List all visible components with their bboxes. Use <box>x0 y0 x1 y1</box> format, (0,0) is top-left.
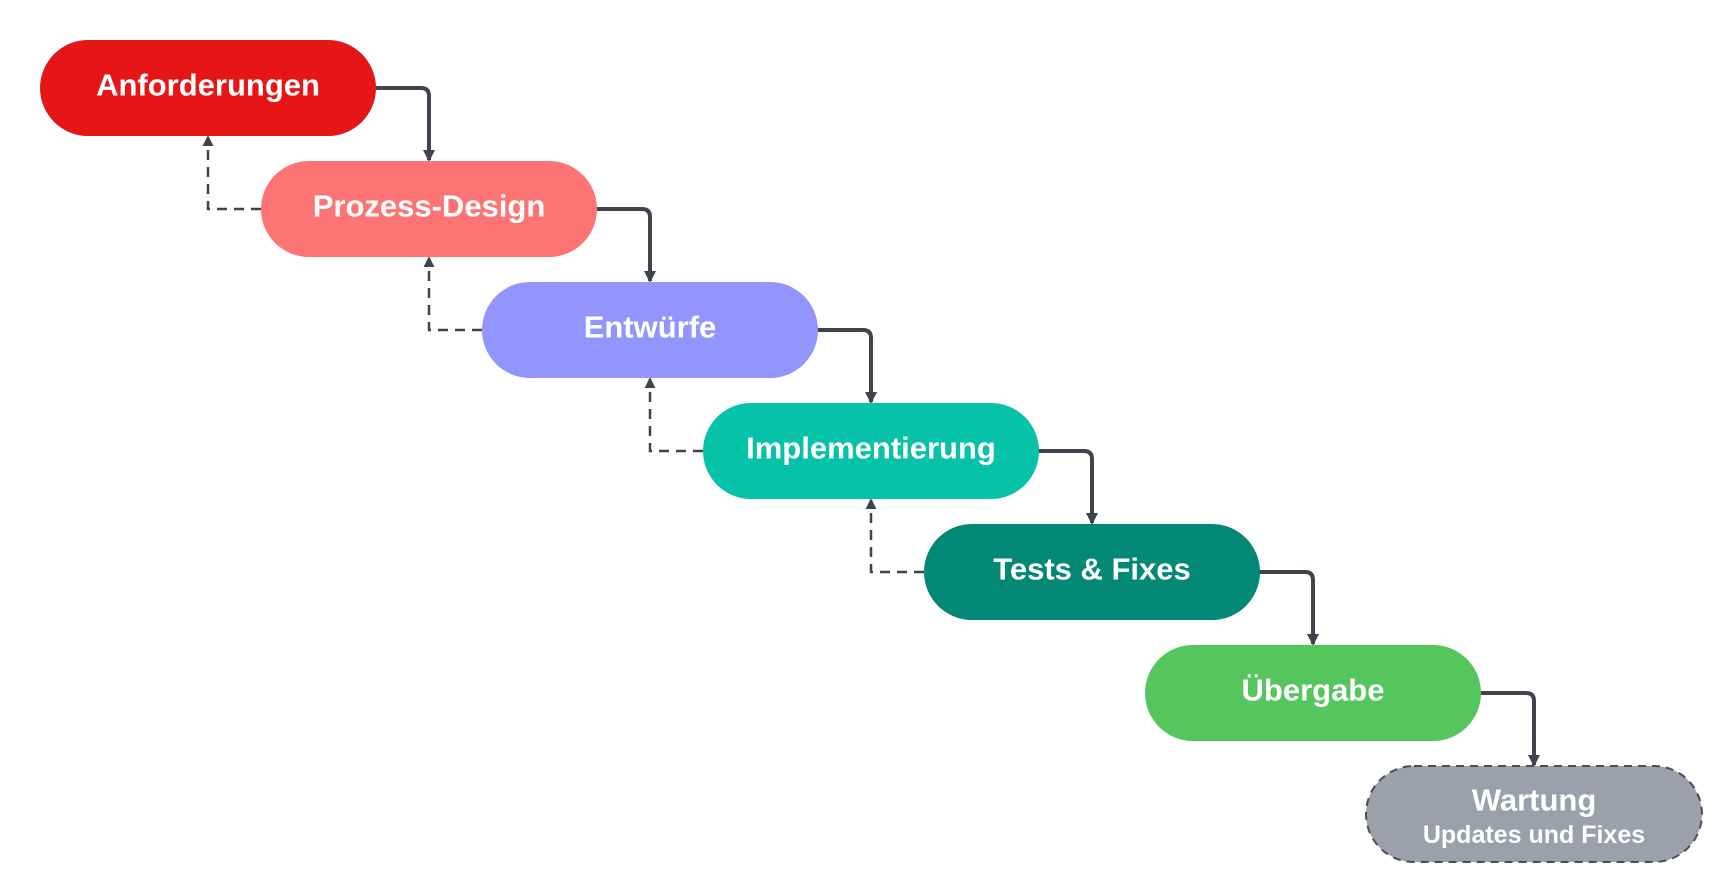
stage-box <box>703 403 1039 499</box>
stage-label: Prozess-Design <box>313 189 546 224</box>
flow-arrow <box>595 207 656 283</box>
feedback-arrow <box>202 135 261 211</box>
flow-arrow <box>1037 449 1098 525</box>
stage-entwuerfe: Entwürfe <box>482 282 818 378</box>
stage-box <box>1145 645 1481 741</box>
feedback-arrow <box>865 498 924 574</box>
stage-label: Implementierung <box>746 431 996 466</box>
stage-box <box>261 161 597 257</box>
stage-label: Wartung <box>1472 783 1597 818</box>
feedback-arrow <box>644 377 703 453</box>
stage-label: Tests & Fixes <box>993 552 1191 587</box>
stage-box <box>40 40 376 136</box>
stage-box <box>924 524 1260 620</box>
stages: AnforderungenProzess-DesignEntwürfeImple… <box>40 40 1703 863</box>
flow-arrow <box>1258 570 1319 646</box>
stage-sublabel: Updates und Fixes <box>1423 821 1645 849</box>
stage-anforderungen: Anforderungen <box>40 40 376 136</box>
flow-arrow <box>374 86 435 162</box>
feedback-arrow <box>423 256 482 332</box>
stage-label: Anforderungen <box>96 68 320 103</box>
stage-implementierung: Implementierung <box>703 403 1039 499</box>
stage-box <box>1365 765 1703 863</box>
flow-arrow <box>1479 691 1540 767</box>
stage-uebergabe: Übergabe <box>1145 645 1481 741</box>
flow-arrow <box>816 328 877 404</box>
stage-label: Entwürfe <box>584 310 717 345</box>
stage-prozess-design: Prozess-Design <box>261 161 597 257</box>
stage-label: Übergabe <box>1242 673 1385 708</box>
stage-tests-and-fixes: Tests & Fixes <box>924 524 1260 620</box>
connectors <box>202 86 1540 767</box>
stage-box <box>482 282 818 378</box>
